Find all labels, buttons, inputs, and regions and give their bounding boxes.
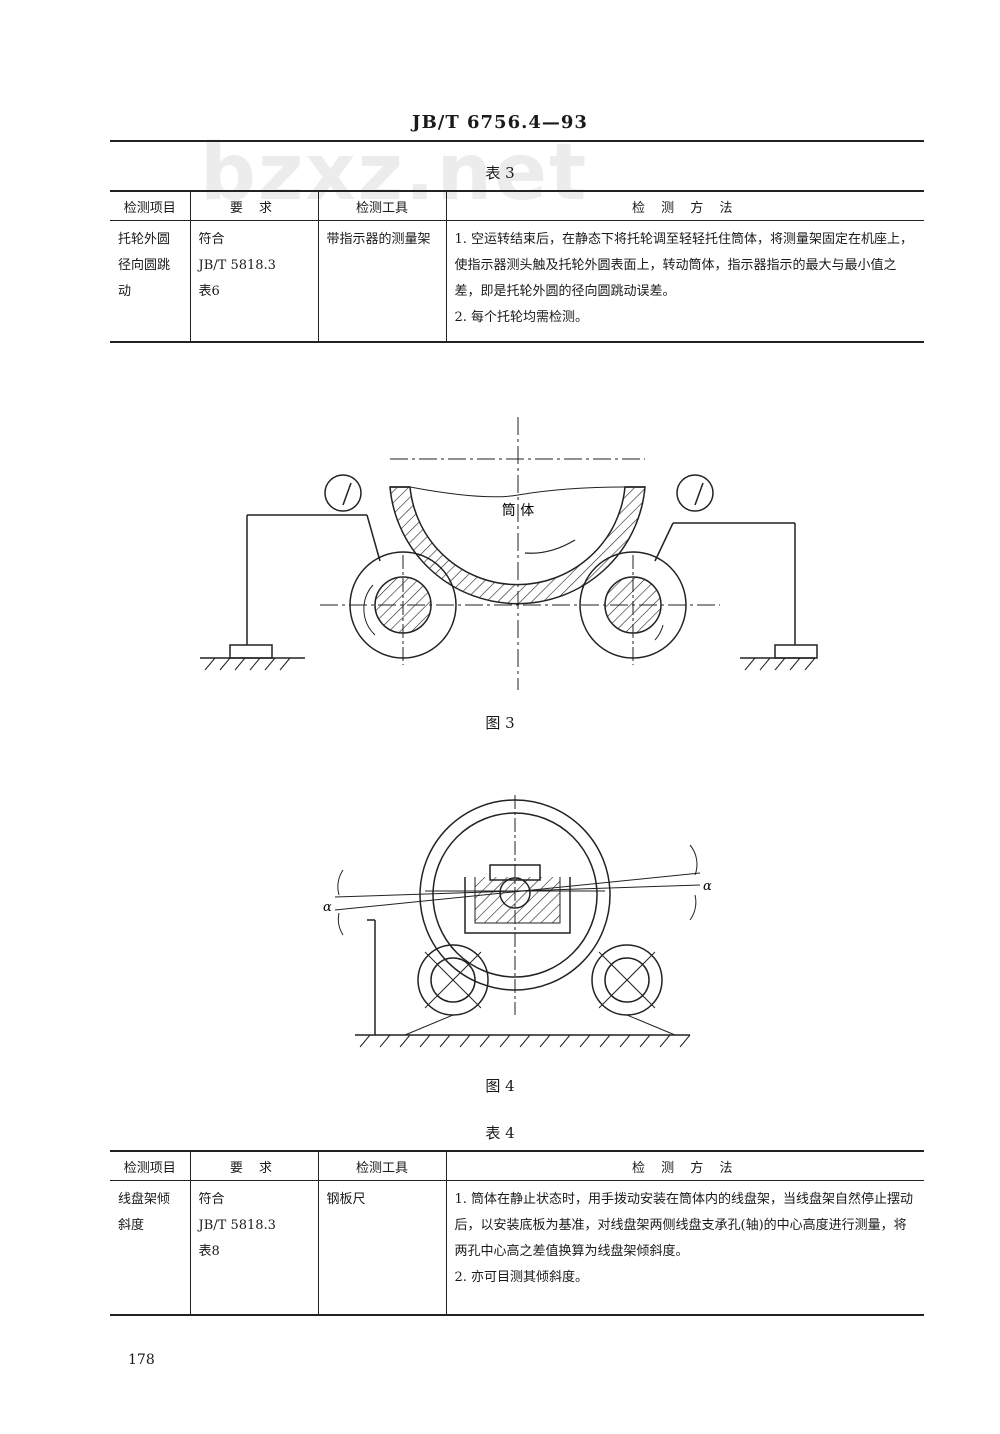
table3-header-row: 检测项目 要 求 检测工具 检 测 方 法 (110, 190, 924, 221)
table4-header-tool: 检测工具 (317, 1150, 446, 1181)
page-number: 178 (128, 1352, 155, 1368)
figure3-diagram: 筒 体 (200, 417, 818, 690)
standard-header: JB/T 6756.4—93 (412, 112, 588, 133)
table4-header-row: 检测项目 要 求 检测工具 检 测 方 法 (110, 1150, 924, 1181)
table3-cell-requirement: 符合 JB/T 5818.3 表6 (189, 220, 318, 343)
table3-cell-method: 1. 空运转结束后，在静态下将托轮调至轻轻托住筒体，将测量架固定在机座上，使指示… (445, 220, 924, 343)
table3-cell-tool: 带指示器的测量架 (317, 220, 446, 343)
table4-cell-item: 线盘架倾斜度 (110, 1180, 190, 1316)
table3-header-method: 检 测 方 法 (445, 190, 924, 221)
table4-cell-method: 1. 筒体在静止状态时，用手拨动安装在筒体内的线盘架，当线盘架自然停止摆动后，以… (445, 1180, 924, 1316)
table3-header-requirement: 要 求 (189, 190, 318, 221)
table4-cell-tool: 钢板尺 (317, 1180, 446, 1316)
table4-cell-requirement: 符合 JB/T 5818.3 表8 (189, 1180, 318, 1316)
alpha-label-left: α (323, 900, 332, 915)
table3-header-item: 检测项目 (110, 190, 190, 221)
table4-header-item: 检测项目 (110, 1150, 190, 1181)
table4-title: 表 4 (485, 1124, 515, 1142)
table4: 检测项目 要 求 检测工具 检 测 方 法 线盘架倾斜度 符合 JB/T 581… (110, 1150, 924, 1316)
table4-header-requirement: 要 求 (189, 1150, 318, 1181)
figure4-caption: 图 4 (485, 1077, 515, 1095)
header-rule (110, 140, 924, 142)
table3: 检测项目 要 求 检测工具 检 测 方 法 托轮外圆径向圆跳动 符合 JB/T … (110, 190, 924, 343)
table4-header-method: 检 测 方 法 (445, 1150, 924, 1181)
figure4-diagram: α α (323, 795, 712, 1048)
figure3-caption: 图 3 (485, 714, 515, 732)
alpha-label-right: α (703, 879, 712, 894)
table-row: 托轮外圆径向圆跳动 符合 JB/T 5818.3 表6 带指示器的测量架 1. … (110, 220, 924, 343)
table3-header-tool: 检测工具 (317, 190, 446, 221)
table-row: 线盘架倾斜度 符合 JB/T 5818.3 表8 钢板尺 1. 筒体在静止状态时… (110, 1180, 924, 1316)
table3-title: 表 3 (485, 164, 515, 182)
drum-label: 筒 体 (502, 502, 534, 519)
table3-cell-item: 托轮外圆径向圆跳动 (110, 220, 190, 343)
